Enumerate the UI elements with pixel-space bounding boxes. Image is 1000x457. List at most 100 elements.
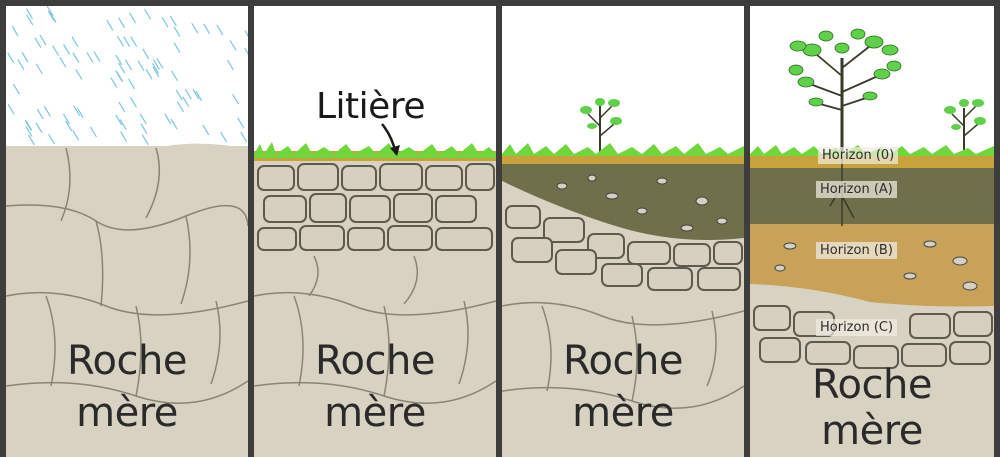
rain-drop xyxy=(110,77,118,88)
rain-drop xyxy=(170,70,179,82)
horizon-b-label: Horizon (B) xyxy=(816,242,897,259)
rain-drop xyxy=(184,88,192,100)
rain-drop xyxy=(46,6,54,17)
rain-drop xyxy=(130,36,138,47)
rain-drop xyxy=(226,59,235,71)
rain-drop xyxy=(124,59,133,71)
rain-drop xyxy=(244,30,248,37)
rain-drop xyxy=(116,35,124,47)
rain-drop xyxy=(175,89,183,101)
rain-drop xyxy=(192,88,200,100)
bedrock-label-line2: mère xyxy=(572,390,674,436)
bedrock-label-line2: mère xyxy=(76,390,178,436)
bedrock-cracks xyxy=(6,147,248,404)
rain-drop xyxy=(240,131,248,143)
rain-drop xyxy=(128,12,137,24)
rain-drop xyxy=(25,8,33,20)
rain-drop xyxy=(161,16,169,28)
rain-drop xyxy=(89,126,97,138)
rain-drop xyxy=(202,124,210,136)
rain-drop xyxy=(229,40,237,51)
litter-layer xyxy=(502,156,744,164)
rain-drop xyxy=(129,97,137,108)
rain-drop xyxy=(164,113,172,125)
rain-drop xyxy=(140,123,148,135)
rain-drop xyxy=(48,133,56,145)
rain-drop xyxy=(244,47,248,55)
rain-drop xyxy=(173,26,181,37)
rain-drop xyxy=(63,44,71,55)
rain-drop xyxy=(220,131,228,143)
rain-drop xyxy=(170,118,178,130)
rain-drop xyxy=(169,15,177,27)
rock-fragments xyxy=(556,174,728,232)
rain-drop xyxy=(12,83,20,95)
rain-drop xyxy=(21,51,29,63)
bedrock-cracks xyxy=(502,301,744,409)
rain-drop xyxy=(176,101,184,113)
rain-drop xyxy=(52,45,60,56)
bedrock-label-line1: Roche xyxy=(315,338,435,384)
rain-drop xyxy=(137,60,145,72)
rain-drop xyxy=(36,108,44,120)
panel-young-plant: Roche mère xyxy=(502,6,744,457)
rain-drop xyxy=(72,130,80,141)
bedrock-label-line1: Roche xyxy=(812,362,932,408)
rain-drop xyxy=(119,119,127,130)
rain-drop xyxy=(118,62,126,74)
rain-drop xyxy=(144,8,152,20)
rain-drop xyxy=(203,23,211,35)
bedrock-label-line2: mère xyxy=(324,390,426,436)
rain-drop xyxy=(151,63,159,74)
rain-drop xyxy=(35,122,43,134)
panel-3-illustration xyxy=(502,6,744,457)
sky xyxy=(254,6,496,154)
rain-drop xyxy=(47,10,55,22)
arrow-head-icon xyxy=(390,145,400,156)
rain-drop xyxy=(27,134,35,146)
rain-drop xyxy=(86,52,94,63)
bedrock-cracks xyxy=(254,255,496,404)
bedrock-label-line2: mère xyxy=(821,408,923,454)
rain-drop xyxy=(7,52,15,64)
rain-drop xyxy=(191,22,199,34)
rain-streaks xyxy=(7,6,248,146)
rain-drop xyxy=(123,36,131,47)
panel-rain-bedrock: Roche mère xyxy=(6,6,248,457)
rain-drop xyxy=(128,78,136,90)
rain-drop xyxy=(34,37,42,49)
bedrock-label-line1: Roche xyxy=(67,338,187,384)
rain-drop xyxy=(115,114,123,126)
litter-label: Litière xyxy=(316,86,425,127)
rain-drop xyxy=(156,57,164,69)
rain-drop xyxy=(62,113,70,125)
grass xyxy=(254,142,496,158)
rain-drop xyxy=(142,48,150,60)
panel-2-illustration xyxy=(254,6,496,457)
rain-drop xyxy=(118,101,126,113)
rain-drop xyxy=(71,36,79,48)
rain-drop xyxy=(76,107,84,118)
sapling xyxy=(580,98,622,154)
rain-drop xyxy=(106,19,114,31)
horizon-c-label: Horizon (C) xyxy=(816,319,898,336)
sky xyxy=(6,6,248,146)
rain-drop xyxy=(35,63,43,75)
fractured-rock-blocks xyxy=(257,163,495,251)
sapling xyxy=(944,99,986,154)
rain-drop xyxy=(75,69,83,80)
rain-drop xyxy=(73,105,81,116)
rain-drop xyxy=(145,69,153,80)
rain-drop xyxy=(7,104,15,115)
rain-drop xyxy=(49,12,57,23)
rain-drop xyxy=(139,113,147,125)
rain-drop xyxy=(152,66,160,78)
panel-litter: Litière Roche mère xyxy=(254,6,496,457)
tree xyxy=(788,28,902,154)
rain-drop xyxy=(17,59,25,70)
rain-drop xyxy=(115,70,123,81)
fractured-rock-blocks xyxy=(505,205,743,291)
panel-1-illustration xyxy=(6,6,248,457)
horizon-a-label: Horizon (A) xyxy=(816,181,897,198)
